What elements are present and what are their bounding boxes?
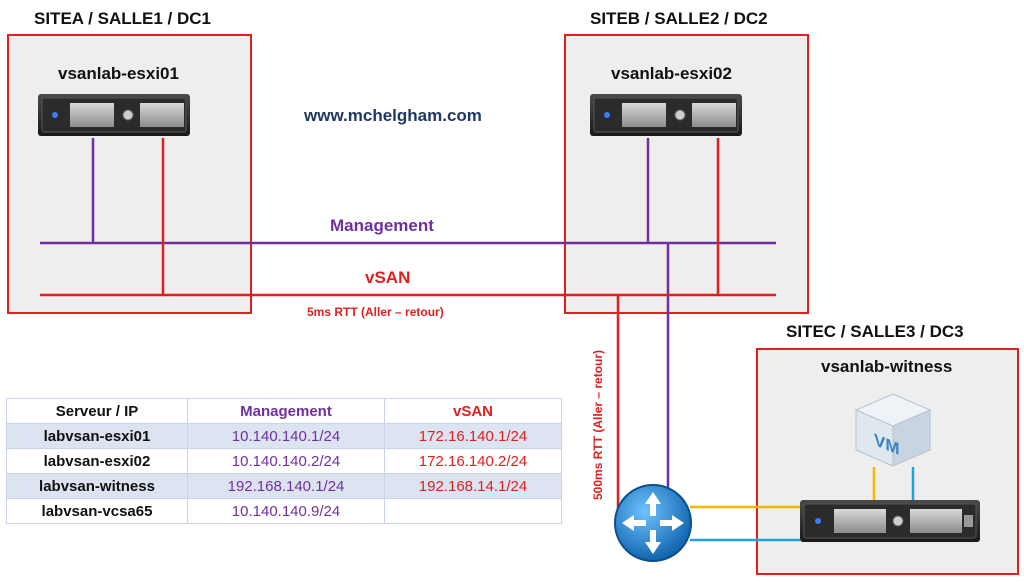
cell-server: labvsan-esxi01: [6, 423, 188, 449]
header-vsan: vSAN: [384, 398, 562, 424]
server-esxi02-icon: [590, 94, 742, 136]
ip-table: Serveur / IP Management vSAN labvsan-esx…: [6, 398, 562, 524]
table-row: labvsan-esxi01 10.140.140.1/24 172.16.14…: [6, 423, 562, 449]
cell-management: 10.140.140.1/24: [187, 423, 385, 449]
cell-server: labvsan-vcsa65: [6, 498, 188, 524]
server-witness-icon: [800, 500, 980, 542]
router-icon: [614, 484, 692, 562]
rtt-long-label: 500ms RTT (Aller – retour): [591, 349, 605, 500]
header-server: Serveur / IP: [6, 398, 188, 424]
cell-vsan: 172.16.140.1/24: [384, 423, 562, 449]
site-b-box: [564, 34, 809, 314]
cell-vsan: 172.16.140.2/24: [384, 448, 562, 474]
server-esxi01-icon: [38, 94, 190, 136]
table-row: labvsan-witness 192.168.140.1/24 192.168…: [6, 473, 562, 499]
site-c-title: SITEC / SALLE3 / DC3: [786, 322, 964, 341]
site-b-title: SITEB / SALLE2 / DC2: [590, 9, 768, 28]
table-header-row: Serveur / IP Management vSAN: [6, 398, 562, 424]
header-management: Management: [187, 398, 385, 424]
site-a-box: [7, 34, 252, 314]
host-esxi01-label: vsanlab-esxi01: [58, 64, 179, 83]
vm-cube-icon: VM: [854, 393, 932, 467]
website-label: www.mchelgham.com: [304, 106, 482, 125]
cell-management: 192.168.140.1/24: [187, 473, 385, 499]
cell-vsan: [384, 498, 562, 524]
site-a-title: SITEA / SALLE1 / DC1: [34, 9, 211, 28]
table-row: labvsan-esxi02 10.140.140.2/24 172.16.14…: [6, 448, 562, 474]
cell-server: labvsan-esxi02: [6, 448, 188, 474]
rtt-short-label: 5ms RTT (Aller – retour): [307, 305, 444, 319]
management-label: Management: [330, 216, 434, 235]
cell-management: 10.140.140.2/24: [187, 448, 385, 474]
cell-server: labvsan-witness: [6, 473, 188, 499]
vsan-label: vSAN: [365, 268, 411, 287]
table-row: labvsan-vcsa65 10.140.140.9/24: [6, 498, 562, 524]
cell-vsan: 192.168.14.1/24: [384, 473, 562, 499]
cell-management: 10.140.140.9/24: [187, 498, 385, 524]
host-esxi02-label: vsanlab-esxi02: [611, 64, 732, 83]
host-witness-label: vsanlab-witness: [821, 357, 953, 376]
